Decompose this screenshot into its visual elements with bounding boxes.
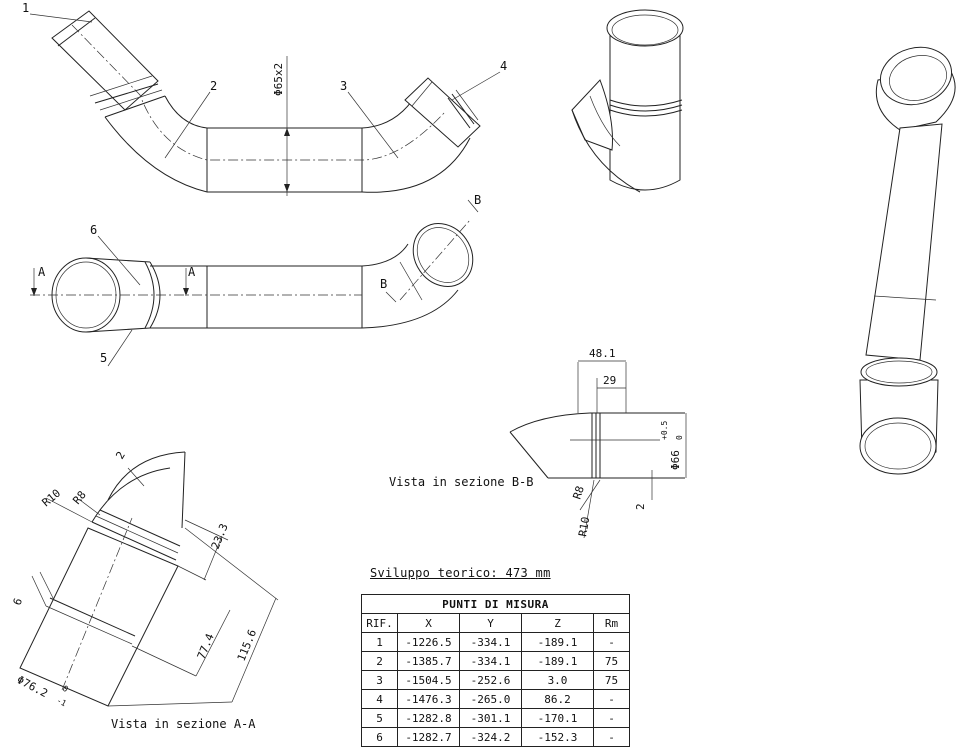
aa-tol-upper: 0 (61, 684, 70, 694)
aa-len-23: 23.3 (209, 522, 231, 551)
cell-rif: 4 (361, 689, 398, 709)
table-row: 3 -1504.5 -252.6 3.0 75 (361, 670, 630, 690)
bb-radius-r8: R8 (570, 484, 586, 501)
section-a-right: A (188, 265, 196, 279)
ref-label-1: 1 (22, 1, 29, 15)
cell-rif: 6 (361, 727, 398, 747)
bb-dim-29: 29 (603, 374, 616, 387)
section-b-bottom: B (380, 277, 387, 291)
table-row: 2 -1385.7 -334.1 -189.1 75 (361, 651, 630, 671)
cell-z: 3.0 (521, 670, 594, 690)
ref-label-3: 3 (340, 79, 347, 93)
cell-z: -189.1 (521, 651, 594, 671)
ref-label-4: 4 (500, 59, 507, 73)
table-header-rif: RIF. (361, 613, 398, 633)
pipe-top-view: Φ65x2 1 2 3 4 (22, 1, 507, 196)
ref-label-5: 5 (100, 351, 107, 365)
cell-rm: - (593, 727, 630, 747)
cell-x: -1385.7 (397, 651, 460, 671)
aa-tol-lower: -1 (55, 696, 68, 709)
cell-x: -1504.5 (397, 670, 460, 690)
cell-rm: - (593, 632, 630, 652)
aa-thickness: 2 (113, 449, 128, 461)
cell-rif: 5 (361, 708, 398, 728)
cell-x: -1282.7 (397, 727, 460, 747)
cell-z: 86.2 (521, 689, 594, 709)
cell-y: -334.1 (459, 632, 522, 652)
bb-tol-upper: +0.5 (660, 421, 669, 440)
cell-rif: 2 (361, 651, 398, 671)
cell-rm: 75 (593, 670, 630, 690)
table-header-x: X (397, 613, 460, 633)
measurement-points-table: PUNTI DI MISURA RIF. X Y Z Rm 1 -1226.5 … (361, 594, 630, 747)
section-aa-caption: Vista in sezione A-A (111, 717, 256, 731)
aa-len-115: 115.6 (235, 628, 259, 664)
section-b-top: B (474, 193, 481, 207)
bb-thickness: 2 (634, 503, 647, 510)
pipe-iso-large (859, 46, 956, 475)
section-aa-view: 2 R10 R8 23.3 77.4 115.6 6 Φ76.2 0 -1 Vi… (11, 449, 279, 731)
sviluppo-caption: Sviluppo teorico: 473 mm (370, 566, 551, 580)
cell-y: -334.1 (459, 651, 522, 671)
pipe-front-view: A A B B 6 5 (30, 193, 481, 367)
bb-tol-lower: 0 (675, 435, 684, 440)
aa-radius-r10: R10 (40, 487, 64, 510)
cell-y: -301.1 (459, 708, 522, 728)
table-header-rm: Rm (593, 613, 630, 633)
table-row: 6 -1282.7 -324.2 -152.3 - (361, 727, 630, 747)
cell-rm: - (593, 689, 630, 709)
table-header-z: Z (521, 613, 594, 633)
bb-diameter: Φ66 (669, 450, 682, 470)
ref-label-2: 2 (210, 79, 217, 93)
cell-rif: 3 (361, 670, 398, 690)
cell-x: -1226.5 (397, 632, 460, 652)
table-row: 5 -1282.8 -301.1 -170.1 - (361, 708, 630, 728)
cell-y: -324.2 (459, 727, 522, 747)
table-row: 4 -1476.3 -265.0 86.2 - (361, 689, 630, 709)
cell-rm: 75 (593, 651, 630, 671)
aa-len-77: 77.4 (195, 631, 217, 661)
cell-y: -265.0 (459, 689, 522, 709)
aa-len-6: 6 (11, 596, 25, 607)
pipe-iso-small (571, 9, 684, 193)
cell-z: -189.1 (521, 632, 594, 652)
table-row: 1 -1226.5 -334.1 -189.1 - (361, 632, 630, 652)
cell-y: -252.6 (459, 670, 522, 690)
table-title: PUNTI DI MISURA (361, 594, 630, 614)
table-header-y: Y (459, 613, 522, 633)
cell-z: -152.3 (521, 727, 594, 747)
section-bb-caption: Vista in sezione B-B (389, 475, 534, 489)
section-bb-view: 48.1 29 Φ66 +0.5 0 R8 R10 2 Vista in sez… (389, 347, 687, 539)
cell-rif: 1 (361, 632, 398, 652)
cell-x: -1476.3 (397, 689, 460, 709)
cell-rm: - (593, 708, 630, 728)
pipe-diameter-dim: Φ65x2 (272, 63, 285, 96)
bb-radius-r10: R10 (576, 516, 592, 538)
cell-x: -1282.8 (397, 708, 460, 728)
bb-dim-48: 48.1 (589, 347, 616, 360)
cell-z: -170.1 (521, 708, 594, 728)
section-a-left: A (38, 265, 46, 279)
ref-label-6: 6 (90, 223, 97, 237)
